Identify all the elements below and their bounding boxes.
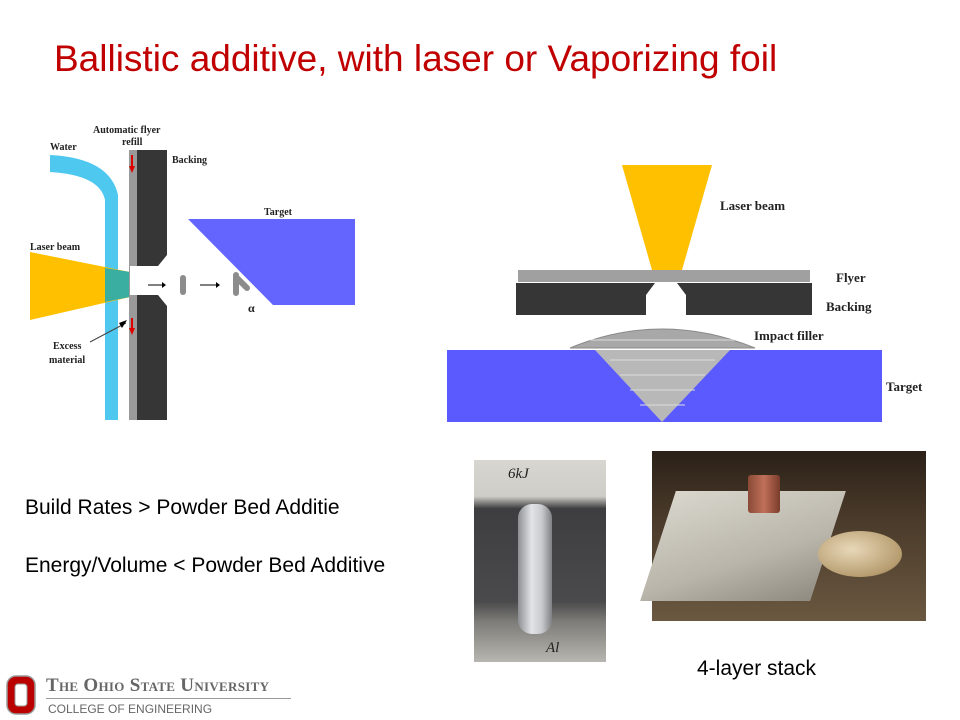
- label-water: Water: [50, 142, 77, 153]
- photo-single-layer-sample: 6kJ Al: [474, 460, 606, 662]
- university-name: The Ohio State University: [46, 675, 270, 696]
- label-automatic-flyer: Automatic flyer: [93, 125, 161, 136]
- impact-filler-mound: [569, 328, 756, 349]
- slide-title: Ballistic additive, with laser or Vapori…: [54, 38, 778, 79]
- college-name: COLLEGE OF ENGINEERING: [48, 702, 213, 716]
- photo-marking-bottom: Al: [546, 640, 560, 656]
- osu-block-o-logo: [6, 675, 36, 715]
- target-shape: [188, 219, 355, 305]
- laser-cone-shape: [622, 165, 712, 270]
- laser-flyer-diagram: Automatic flyer refill Water Backing Tar…: [30, 125, 355, 420]
- label-excess: Excess: [53, 341, 81, 352]
- base-plate: [640, 491, 846, 601]
- backing-left: [516, 283, 655, 315]
- stack-block: [748, 475, 780, 513]
- label-laser-beam: Laser beam: [30, 242, 81, 253]
- backing-block: [137, 150, 167, 420]
- label-target: Target: [886, 379, 923, 394]
- coin: [818, 531, 902, 577]
- deposit-bead: [518, 504, 552, 634]
- label-laser-beam: Laser beam: [720, 198, 785, 213]
- flyer-bar: [518, 270, 810, 282]
- label-backing: Backing: [172, 155, 207, 166]
- label-backing: Backing: [826, 299, 872, 314]
- footer-divider: [46, 698, 291, 699]
- label-target: Target: [264, 207, 293, 218]
- water-channel: [50, 155, 118, 420]
- refill-arrow-icon: [129, 166, 135, 173]
- backing-right: [677, 283, 812, 315]
- label-impact-filler: Impact filler: [754, 328, 824, 343]
- label-alpha: α: [248, 301, 255, 315]
- label-material: material: [49, 355, 85, 366]
- photo-marking-top: 6kJ: [508, 466, 529, 482]
- label-refill: refill: [122, 137, 143, 148]
- excess-arrow-icon: [129, 328, 135, 335]
- label-flyer: Flyer: [836, 270, 866, 285]
- photo-caption: 4-layer stack: [697, 657, 817, 680]
- impact-filler-diagram: Laser beam Flyer Backing Impact filler T…: [447, 165, 923, 422]
- bullet-energy-volume: Energy/Volume < Powder Bed Additive: [25, 554, 386, 577]
- bullet-build-rates: Build Rates > Powder Bed Additie: [25, 496, 340, 519]
- photo-four-layer-stack: [640, 451, 926, 621]
